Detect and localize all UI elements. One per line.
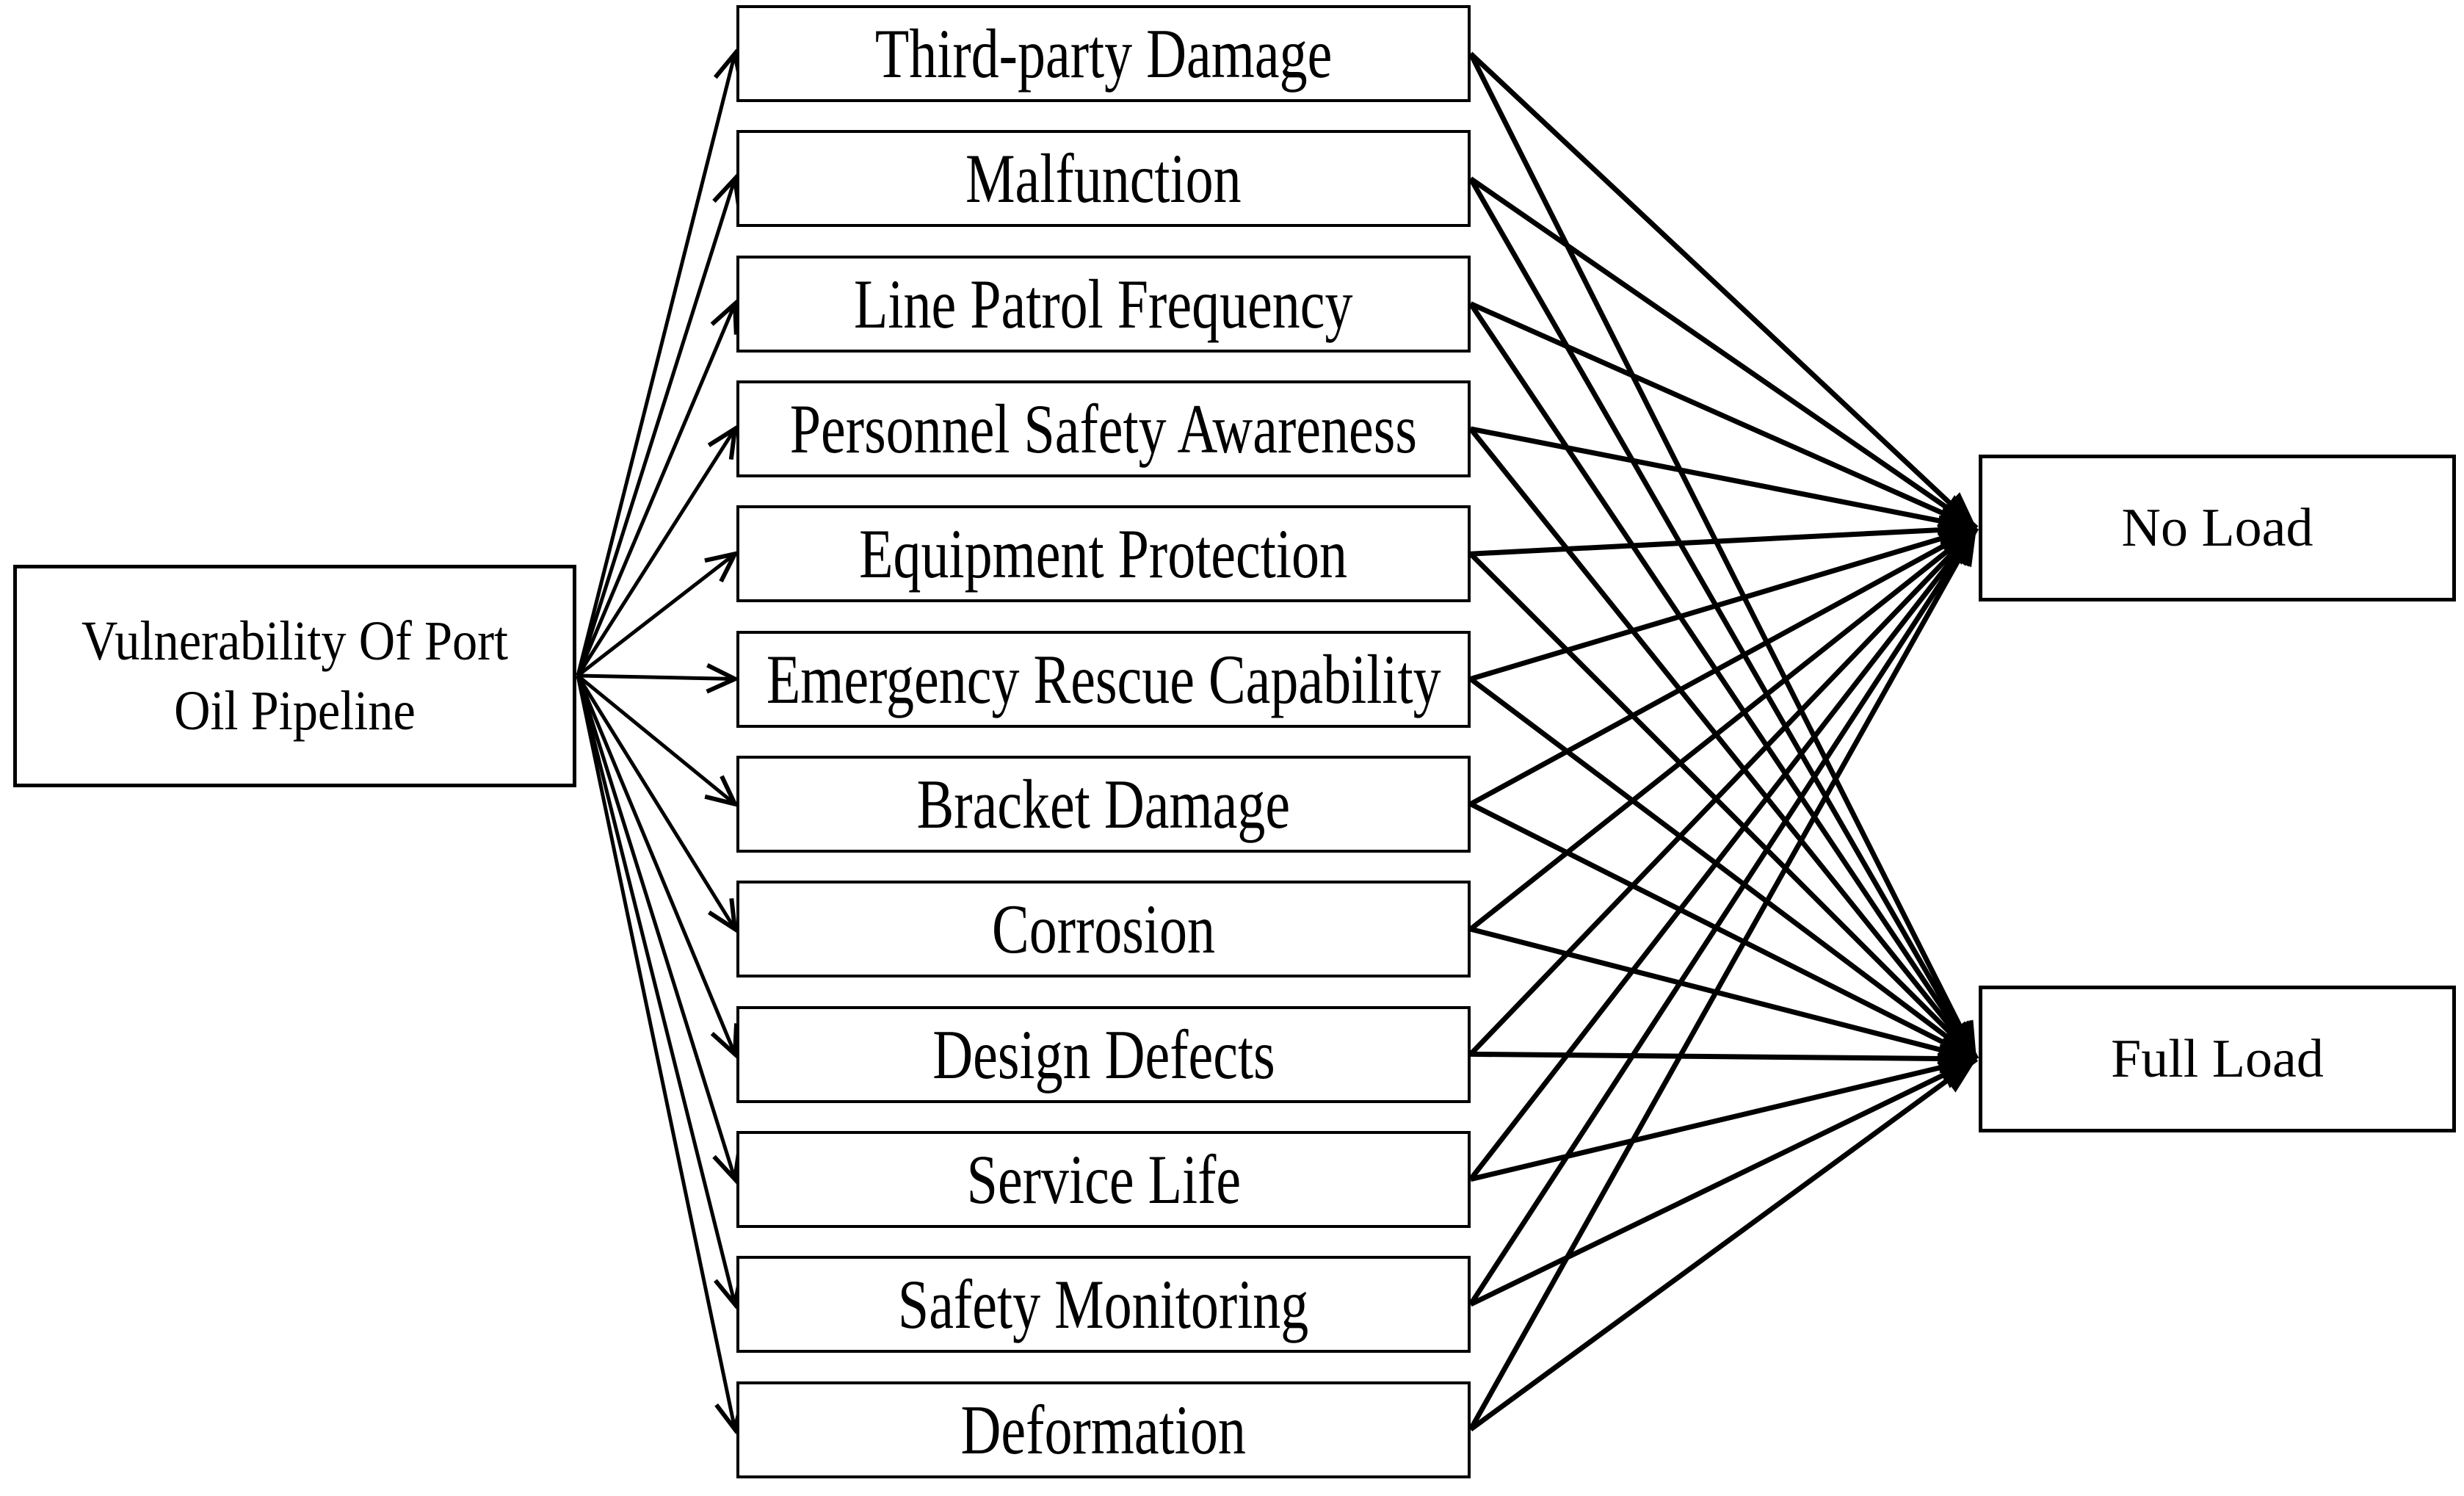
- edge-root-to-factor-3: [576, 424, 738, 677]
- edge-root-to-factor-2: [576, 299, 739, 676]
- edge-factor-8-to-outcome-1: [1470, 1044, 1977, 1074]
- edge-factor-2-to-outcome-0: [1469, 301, 1978, 531]
- edge-root-to-factor-10: [576, 675, 744, 1309]
- edge-factor-1-to-outcome-1: [1468, 177, 1979, 1060]
- edge-factor-5-to-outcome-1: [1468, 676, 1979, 1061]
- edge-factor-0-to-outcome-0: [1468, 51, 1979, 530]
- outcome-node-full-load: Full Load: [1979, 986, 2456, 1132]
- factor-node-design-defects: Design Defects: [736, 1006, 1471, 1103]
- factor-node-deformation: Deformation: [736, 1381, 1471, 1478]
- edge-factor-11-to-outcome-1: [1468, 1057, 1979, 1432]
- edge-factor-1-to-outcome-0: [1469, 176, 1978, 530]
- edge-factor-4-to-outcome-1: [1468, 552, 1979, 1061]
- edge-factor-7-to-outcome-0: [1468, 526, 1979, 931]
- edge-factor-5-to-outcome-0: [1469, 524, 1978, 682]
- edge-factor-6-to-outcome-1: [1469, 801, 1978, 1062]
- edge-root-to-factor-6: [576, 674, 739, 808]
- factor-label: Personnel Safety Awareness: [789, 390, 1418, 468]
- factor-node-corrosion: Corrosion: [736, 881, 1471, 978]
- factor-label: Emergency Rescue Capability: [766, 640, 1441, 718]
- edge-factor-9-to-outcome-1: [1470, 1053, 1977, 1182]
- edge-factor-9-to-outcome-0: [1468, 526, 1979, 1181]
- edge-factor-6-to-outcome-0: [1469, 525, 1978, 806]
- root-node-label: Vulnerability Of Port Oil Pipeline: [81, 610, 509, 742]
- edge-factor-8-to-outcome-0: [1468, 526, 1979, 1056]
- factor-label: Design Defects: [932, 1016, 1275, 1094]
- edge-root-to-factor-0: [576, 48, 744, 676]
- outcome-node-no-load: No Load: [1979, 455, 2456, 601]
- factor-label: Corrosion: [992, 890, 1215, 968]
- edge-root-to-factor-4: [576, 550, 739, 677]
- edge-root-to-factor-7: [576, 674, 738, 934]
- factor-node-safety-monitoring: Safety Monitoring: [736, 1256, 1471, 1353]
- factor-label: Safety Monitoring: [898, 1265, 1309, 1343]
- edge-factor-11-to-outcome-0: [1468, 527, 1979, 1431]
- edge-factor-4-to-outcome-0: [1470, 515, 1977, 557]
- edge-root-to-factor-1: [576, 173, 742, 676]
- factor-label: Line Patrol Frequency: [854, 265, 1353, 343]
- root-node-vulnerability: Vulnerability Of Port Oil Pipeline: [13, 565, 576, 787]
- outcome-label: Full Load: [2111, 1028, 2324, 1089]
- factor-label: Malfunction: [965, 140, 1242, 217]
- factor-node-service-life: Service Life: [736, 1131, 1471, 1228]
- factor-node-malfunction: Malfunction: [736, 130, 1471, 227]
- edge-factor-0-to-outcome-1: [1468, 52, 1979, 1060]
- factor-label: Third-party Damage: [874, 15, 1333, 93]
- edge-factor-10-to-outcome-1: [1469, 1056, 1978, 1307]
- factor-label: Bracket Damage: [916, 765, 1291, 843]
- edge-factor-3-to-outcome-0: [1470, 426, 1977, 536]
- edge-root-to-factor-8: [576, 675, 739, 1059]
- edge-factor-10-to-outcome-0: [1468, 527, 1979, 1306]
- factor-label: Equipment Protection: [859, 515, 1348, 593]
- factor-node-personnel-safety-awareness: Personnel Safety Awareness: [736, 380, 1471, 477]
- outcome-label: No Load: [2121, 497, 2313, 558]
- factor-label: Service Life: [966, 1141, 1241, 1218]
- edge-root-to-factor-5: [577, 663, 741, 694]
- factor-node-line-patrol-frequency: Line Patrol Frequency: [736, 256, 1471, 353]
- factor-label: Deformation: [960, 1391, 1247, 1469]
- factor-node-bracket-damage: Bracket Damage: [736, 756, 1471, 853]
- edge-factor-3-to-outcome-1: [1468, 427, 1979, 1061]
- factor-node-equipment-protection: Equipment Protection: [736, 505, 1471, 602]
- edge-root-to-factor-9: [576, 675, 742, 1185]
- edge-root-to-factor-11: [576, 675, 744, 1435]
- factor-node-third-party-damage: Third-party Damage: [736, 5, 1471, 102]
- edge-factor-2-to-outcome-1: [1468, 302, 1979, 1060]
- edge-factor-7-to-outcome-1: [1470, 926, 1977, 1064]
- factor-node-emergency-rescue-capability: Emergency Rescue Capability: [736, 631, 1471, 728]
